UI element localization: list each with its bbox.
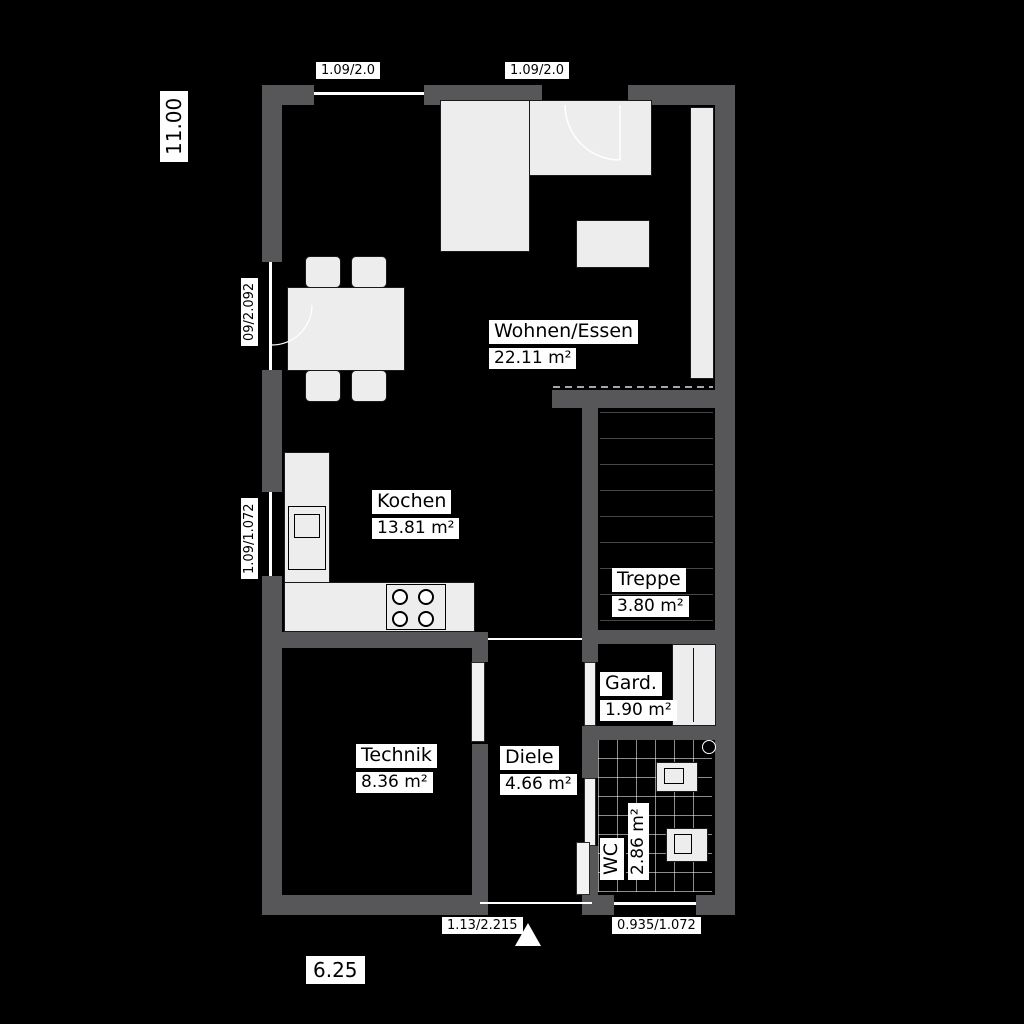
door-leaf-entry (576, 842, 590, 895)
wall-gard-wc (598, 726, 735, 740)
dining-chair (305, 370, 341, 402)
room-label-gard: Gard. 1.90 m² (600, 672, 677, 722)
window-line-left-lower (269, 492, 272, 576)
door-leaf-wc (584, 778, 596, 846)
stove-burner (418, 611, 434, 627)
room-name: Treppe (612, 568, 686, 594)
wall-segment-left-3 (262, 576, 282, 915)
room-area: 13.81 m² (372, 517, 460, 540)
wardrobe-rod-line (693, 648, 694, 722)
room-name: Technik (356, 744, 437, 770)
stove-burner (418, 589, 434, 605)
wall-segment-top-3 (628, 85, 735, 105)
room-label-kochen: Kochen 13.81 m² (372, 490, 460, 540)
room-name: WC (600, 837, 626, 880)
dining-chair (351, 370, 387, 402)
wall-technik-diele-1 (472, 632, 488, 662)
stove (386, 584, 446, 630)
room-area: 3.80 m² (612, 595, 689, 618)
dining-chair (305, 256, 341, 288)
dim-label-top-window-left: 1.09/2.0 (316, 62, 380, 79)
room-name: Kochen (372, 490, 452, 516)
stove-burner (392, 589, 408, 605)
wall-stair-gard (598, 630, 735, 644)
room-label-treppe: Treppe 3.80 m² (612, 568, 689, 618)
door-leaf-gard (584, 662, 596, 726)
washbasin (656, 762, 698, 792)
room-name: Diele (500, 746, 559, 772)
room-area: 22.11 m² (489, 347, 577, 370)
room-label-wc: WC 2.86 m² (600, 803, 650, 880)
dim-label-top-window-right: 1.09/2.0 (505, 62, 569, 79)
toilet-bowl (674, 834, 692, 854)
kitchen-sink-basin (294, 514, 320, 538)
toilet (666, 828, 708, 862)
window-line-left-upper (269, 262, 272, 370)
wall-diele-right-2 (582, 726, 598, 778)
kitchen-sink (288, 506, 326, 570)
wall-segment-left-2 (262, 370, 282, 492)
sideboard (690, 107, 714, 379)
dining-chair (351, 256, 387, 288)
washbasin-bowl (664, 768, 684, 784)
window-line-wc (614, 902, 696, 905)
room-area: 8.36 m² (356, 771, 433, 794)
entry-threshold-line (480, 902, 592, 904)
kitchen-passage-line (488, 638, 582, 640)
room-area: 4.66 m² (500, 773, 577, 796)
door-leaf-technik (471, 662, 485, 742)
wardrobe (672, 644, 716, 726)
wall-segment-bottom-1 (262, 895, 480, 915)
wall-kitchen-stair (582, 408, 598, 648)
dim-label-side-window-lower: 1.09/1.072 (241, 498, 258, 579)
wall-kitchen-technik (282, 632, 472, 648)
wall-living-stair (552, 390, 715, 408)
room-area: 2.86 m² (627, 803, 650, 880)
wall-technik-diele-2 (472, 744, 488, 915)
room-label-diele: Diele 4.66 m² (500, 746, 577, 796)
room-label-technik: Technik 8.36 m² (356, 744, 437, 794)
dim-label-entry-door: 1.13/2.215 (442, 917, 523, 934)
wall-segment-left-1 (262, 85, 282, 262)
wall-segment-right (715, 85, 735, 915)
dining-table (287, 287, 405, 371)
coffee-table (576, 220, 650, 268)
dim-label-wc-window: 0.935/1.072 (612, 917, 701, 934)
kitchen-counter-horizontal (284, 582, 475, 632)
room-name: Gard. (600, 672, 662, 698)
room-label-wohnen-essen: Wohnen/Essen 22.11 m² (489, 320, 639, 370)
wall-segment-bottom-3 (696, 895, 735, 915)
window-line-top (314, 92, 424, 95)
stove-burner (392, 611, 408, 627)
room-name: Wohnen/Essen (489, 320, 639, 346)
dim-label-side-total: 11.00 (160, 90, 188, 162)
floor-drain-symbol (702, 740, 716, 754)
dim-label-side-window-upper: 09/2.092 (241, 277, 258, 346)
sofa-vertical (440, 100, 530, 252)
room-area: 1.90 m² (600, 699, 677, 722)
dim-label-bottom-total: 6.25 (306, 956, 365, 984)
wall-diele-right-1 (582, 648, 598, 662)
